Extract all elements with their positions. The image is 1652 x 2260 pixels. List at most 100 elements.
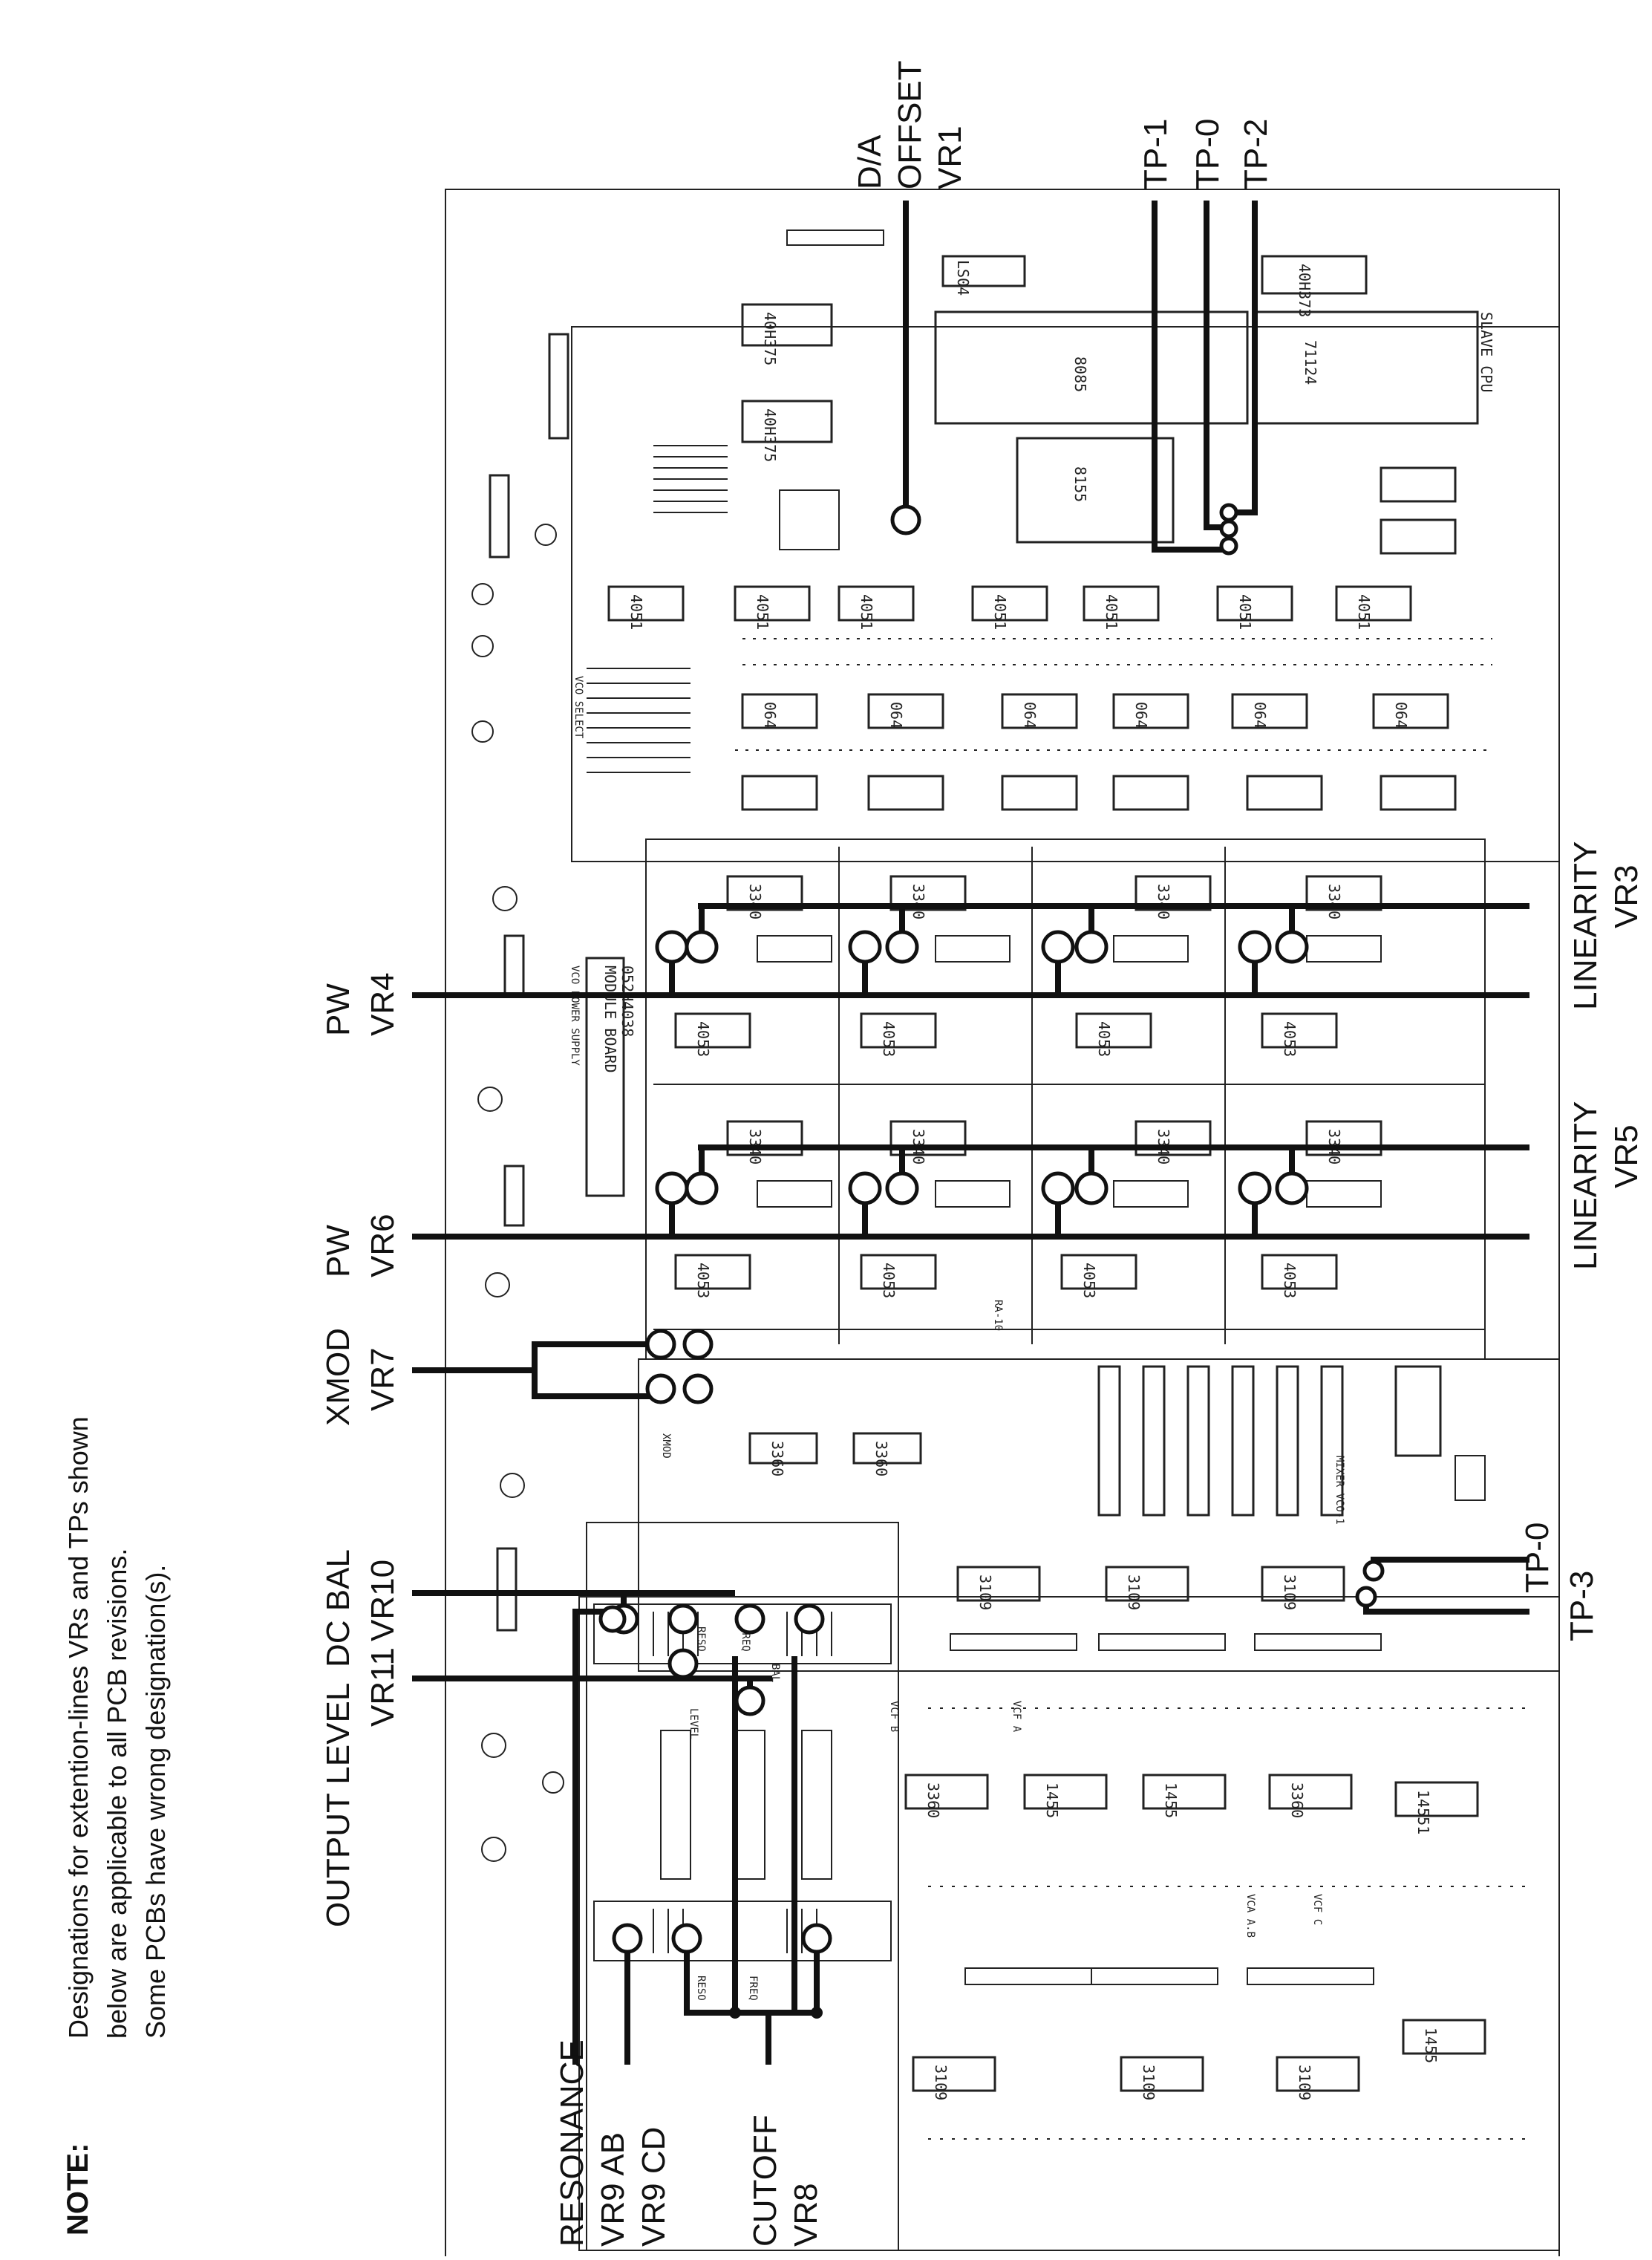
label-vr1: VR1 xyxy=(932,126,968,189)
ic-row-064 xyxy=(741,693,1457,811)
label-vr8: VR8 xyxy=(788,2183,824,2247)
svg-text:4051: 4051 xyxy=(627,594,645,630)
label-pw-vr4: PW xyxy=(320,983,356,1036)
board-outline xyxy=(445,189,1560,2260)
label-xmod: XMOD xyxy=(320,1328,356,1426)
label-pw-vr6: PW xyxy=(320,1225,356,1277)
label-vr4: VR4 xyxy=(365,972,401,1036)
vco-chips xyxy=(653,847,1485,1344)
label-linearity-vr5: LINEARITY xyxy=(1567,1101,1604,1270)
vr11-output-level xyxy=(412,1648,772,1716)
svg-text:4053: 4053 xyxy=(1281,1021,1299,1057)
svg-text:8085: 8085 xyxy=(1071,356,1089,392)
label-tp0-right: TP-0 xyxy=(1519,1523,1555,1593)
label-linearity-vr3: LINEARITY xyxy=(1567,841,1604,1010)
mixer-section xyxy=(638,1358,1560,1672)
vr7-xmod xyxy=(412,1329,714,1404)
pcb-board: 71124 8155 8085 40H375 40H375 LS04 40H37… xyxy=(445,189,1560,2260)
tp0-top-line xyxy=(1204,201,1233,530)
note-heading: NOTE: xyxy=(62,2143,94,2235)
label-vr11: VR11 xyxy=(365,1647,401,1727)
label-output-level: OUTPUT LEVEL xyxy=(320,1683,356,1927)
svg-text:LEVEL: LEVEL xyxy=(688,1708,699,1739)
svg-text:VCF B: VCF B xyxy=(888,1701,900,1732)
svg-text:3340: 3340 xyxy=(746,884,764,919)
label-tp1: TP-1 xyxy=(1137,119,1174,189)
svg-text:40H375: 40H375 xyxy=(761,312,779,365)
vr5-pots xyxy=(685,1147,1309,1205)
label-cutoff: CUTOFF xyxy=(747,2114,783,2247)
svg-text:MIXER VCO-1: MIXER VCO-1 xyxy=(1333,1456,1345,1525)
label-resonance: RESONANCE xyxy=(554,2039,590,2247)
svg-text:3360: 3360 xyxy=(1288,1782,1306,1818)
svg-text:40H375: 40H375 xyxy=(761,408,779,462)
note-line-3: Some PCBs have wrong designation(s). xyxy=(140,1565,171,2039)
svg-text:3340: 3340 xyxy=(1325,884,1343,919)
tp2-line xyxy=(1236,201,1258,515)
svg-text:MODULE BOARD: MODULE BOARD xyxy=(601,965,619,1073)
svg-text:VCO SELECT: VCO SELECT xyxy=(572,676,584,739)
svg-text:4053: 4053 xyxy=(1080,1263,1098,1298)
svg-text:4053: 4053 xyxy=(694,1263,712,1298)
svg-text:LS04: LS04 xyxy=(954,260,972,296)
left-edge-components xyxy=(471,333,625,1862)
svg-text:14551: 14551 xyxy=(1414,1790,1432,1834)
svg-text:40H373: 40H373 xyxy=(1296,264,1313,317)
ic-8085 xyxy=(934,310,1249,425)
svg-text:064: 064 xyxy=(1021,702,1039,729)
tp0-top-point xyxy=(1219,519,1238,538)
svg-text:VCA A.B: VCA A.B xyxy=(1244,1894,1256,1938)
ic-40h375 xyxy=(741,303,833,347)
vr1-trimmer xyxy=(890,504,921,535)
svg-text:3109: 3109 xyxy=(1140,2065,1158,2100)
ic-40h373 xyxy=(741,400,833,443)
svg-text:4053: 4053 xyxy=(694,1021,712,1057)
svg-text:RA-10: RA-10 xyxy=(992,1300,1004,1331)
svg-text:RESO: RESO xyxy=(695,1626,707,1652)
svg-text:064: 064 xyxy=(887,702,905,729)
label-vr9cd: VR9 CD xyxy=(636,2127,672,2247)
svg-text:71124: 71124 xyxy=(1302,340,1319,385)
svg-text:3109: 3109 xyxy=(1125,1574,1143,1610)
vr6-pots xyxy=(655,1171,1272,1237)
svg-text:4053: 4053 xyxy=(880,1021,898,1057)
svg-text:3109: 3109 xyxy=(1296,2065,1313,2100)
svg-text:4051: 4051 xyxy=(1236,594,1254,630)
note-line-1: Designations for extention-lines VRs and… xyxy=(63,1416,94,2039)
svg-text:3109: 3109 xyxy=(1281,1574,1299,1610)
vcf-section xyxy=(578,1596,1560,2251)
label-vr7: VR7 xyxy=(365,1347,401,1411)
svg-text:3340: 3340 xyxy=(910,884,927,919)
svg-text:3360: 3360 xyxy=(924,1782,942,1818)
label-vr10: VR10 xyxy=(365,1560,401,1641)
cpu-pin-rows xyxy=(587,445,1492,773)
label-dc-bal: DC BAL xyxy=(320,1549,356,1667)
extension-lines xyxy=(412,201,1529,2065)
tp1-point xyxy=(1219,536,1238,556)
svg-text:064: 064 xyxy=(1392,702,1410,729)
svg-text:4053: 4053 xyxy=(1281,1263,1299,1298)
svg-text:3109: 3109 xyxy=(976,1574,994,1610)
vcf-chips xyxy=(904,1566,1529,2140)
svg-text:064: 064 xyxy=(761,702,779,729)
ic-40h373-b xyxy=(1261,255,1368,295)
vr8-cutoff xyxy=(671,1656,832,2065)
svg-text:8155: 8155 xyxy=(1071,466,1089,502)
svg-text:4053: 4053 xyxy=(1095,1021,1113,1057)
svg-text:RESO: RESO xyxy=(695,1976,707,2001)
svg-text:3360: 3360 xyxy=(872,1441,890,1476)
vco-section xyxy=(645,838,1486,1360)
svg-text:VCO POWER SUPPLY: VCO POWER SUPPLY xyxy=(569,965,581,1066)
label-da: D/A xyxy=(852,134,888,189)
vr9-resonance xyxy=(572,1605,643,2065)
label-tp3: TP-3 xyxy=(1564,1571,1600,1641)
vr4-pots xyxy=(655,930,1272,995)
label-tp2: TP-2 xyxy=(1238,119,1274,189)
svg-text:1455: 1455 xyxy=(1162,1782,1180,1818)
note-line-2: below are applicable to all PCB revision… xyxy=(102,1549,132,2039)
svg-text:1455: 1455 xyxy=(1422,2028,1440,2063)
svg-text:VCF C: VCF C xyxy=(1311,1894,1323,1925)
svg-text:4051: 4051 xyxy=(858,594,875,630)
